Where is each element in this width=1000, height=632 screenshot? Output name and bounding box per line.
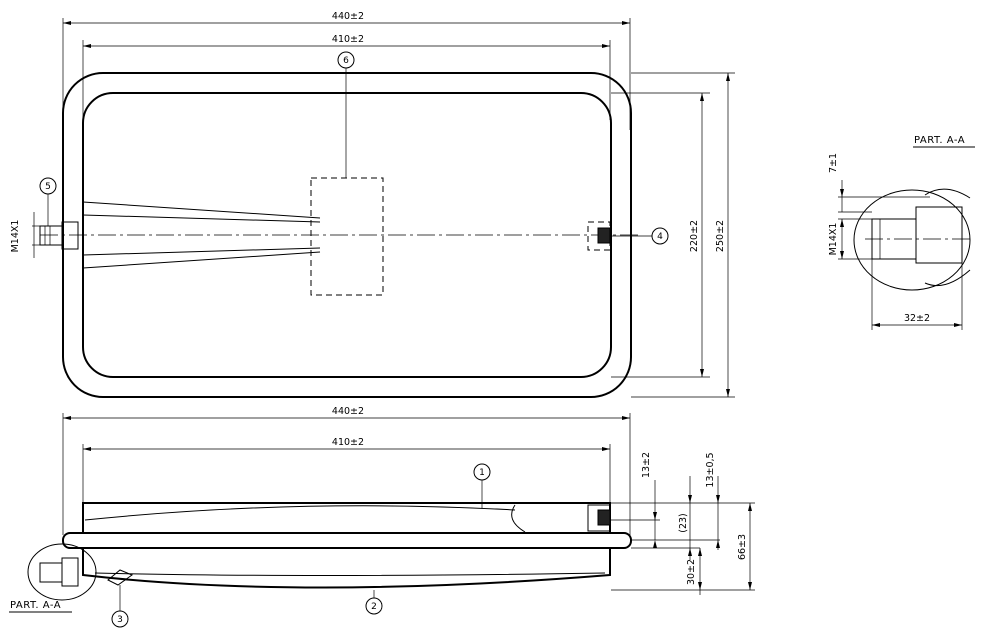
- detail-view: PART. A-A 7±1 M14X1 32±2: [828, 135, 975, 330]
- dim-outer-height: 250±2: [715, 220, 726, 252]
- callout-1: 1: [479, 468, 485, 478]
- callout-2: 2: [371, 602, 377, 612]
- section-marker: [27, 543, 97, 601]
- upper-shell: [82, 502, 611, 533]
- detail-title: PART. A-A: [914, 135, 965, 146]
- side-dim-13-2: 13±2: [641, 452, 652, 478]
- top-view: 440±2 410±2 6 4: [10, 11, 735, 398]
- callout-3: 3: [117, 615, 123, 625]
- dim-inner-width: 410±2: [332, 34, 364, 45]
- callout-6: 6: [343, 56, 349, 66]
- side-section-label: PART. A-A: [10, 600, 61, 611]
- detail-dim-offset: 7±1: [828, 153, 839, 173]
- side-view: 440±2 410±2 1 2 3: [9, 406, 755, 628]
- callout-4-bubble: [651, 227, 669, 245]
- lower-shell: [82, 548, 611, 589]
- detail-dim-length: 32±2: [904, 313, 930, 324]
- detail-thread-label: M14X1: [828, 223, 839, 256]
- side-dim-23: (23): [678, 513, 689, 533]
- side-dim-inner-width: 410±2: [332, 437, 364, 448]
- side-dim-13-05: 13±0,5: [705, 452, 716, 487]
- side-dim-66-3: 66±3: [737, 534, 748, 560]
- callout-6-bubble: [337, 51, 355, 69]
- valve-stub: [39, 225, 63, 246]
- detail-ellipse: [853, 189, 971, 291]
- dim-inner-height: 220±2: [689, 220, 700, 252]
- flange: [62, 532, 632, 549]
- detail-body: [915, 206, 963, 264]
- valve-body: [61, 221, 79, 250]
- taper-line: [82, 201, 321, 219]
- side-dim-30-2: 30±2: [686, 559, 697, 585]
- dim-outer-width: 440±2: [332, 11, 364, 22]
- thread-label-top: M14X1: [10, 220, 21, 253]
- callout-4: 4: [657, 232, 663, 242]
- side-dim-outer-width: 440±2: [332, 406, 364, 417]
- zone-outline: [310, 177, 384, 296]
- callout-5: 5: [45, 182, 51, 192]
